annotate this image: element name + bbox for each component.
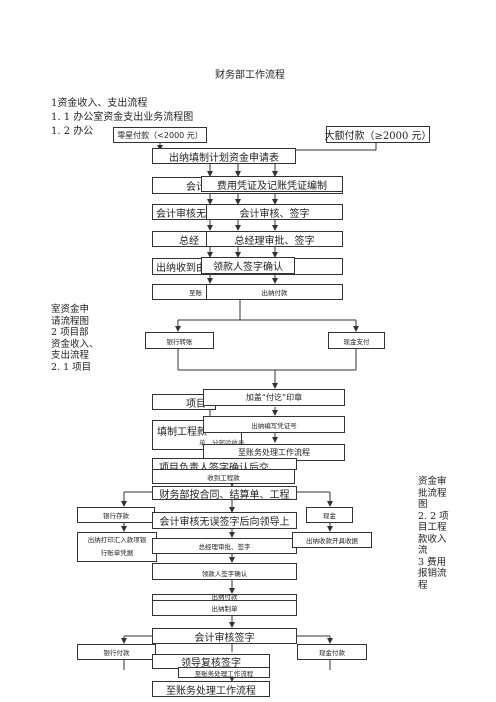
- section-1-2-heading: 1. 2 办公: [51, 126, 94, 137]
- left-side-line: 2 项目部: [51, 327, 89, 338]
- project-behind-text: 项目: [186, 398, 206, 410]
- left-side-line: 资金收入、: [51, 338, 99, 350]
- left-side-line: 室资金申: [51, 304, 90, 315]
- section-1-heading: 1资金收入、支出流程: [51, 98, 148, 109]
- right-side-line: 资金审: [418, 476, 447, 487]
- right-side-line: 2. 2 项: [418, 510, 449, 522]
- audit-report-box: 会计审核无误签字后向领导上: [152, 512, 297, 529]
- right-side-line: 款收入: [418, 533, 447, 545]
- large-payment-box: 大额付款（≥2000 元）: [325, 126, 432, 143]
- pm-confirm-behind-text: 项目负责人签字确认后交: [159, 463, 269, 470]
- audit-behind-text: 会计审核无: [156, 208, 206, 220]
- gm-approval-box: 总经理审批、签字: [206, 231, 343, 247]
- bank-deposit-box: 银行存款: [77, 507, 155, 523]
- accountant-audit-sign-box: 会计审核签字: [152, 628, 297, 644]
- voucher-behind-text: 会计: [186, 182, 206, 193]
- fill-form-sub-text: 单、分部验收表: [199, 439, 245, 447]
- left-side-line: 请流程图: [51, 315, 90, 327]
- bank-transfer-box: 银行转账: [145, 332, 214, 349]
- cash-payment-box: 现金支付: [328, 332, 385, 349]
- right-side-line: 程: [418, 579, 428, 591]
- left-side-line: 2. 1 项目: [51, 361, 92, 373]
- print-bank-slip-line: 行账单凭据: [100, 549, 134, 557]
- right-side-line: 图: [418, 499, 428, 510]
- ledger-final-box: 至账务处理工作流程: [152, 681, 270, 697]
- print-bank-slip-line: 出纳打印汇入款项银: [87, 536, 147, 544]
- print-bank-slip-box: 出纳打印汇入款项银 行账单凭据: [77, 532, 157, 562]
- contract-settlement-box: 财务部按合同、结算单、工程: [152, 486, 297, 501]
- voucher-compile-box: 费用凭证及记账凭证编制: [201, 176, 343, 192]
- left-side-text: 室资金申 请流程图 2 项目部 资金收入、 支出流程 2. 1 项目: [51, 304, 111, 373]
- receiver-behind-text: 出纳收到由: [156, 263, 206, 274]
- right-side-line: 批流程: [418, 487, 447, 499]
- receiver-confirm-2-box: 领款人签字确认: [152, 563, 297, 580]
- cash-receipt-box: 出纳收款开具收据: [292, 532, 372, 548]
- bank-pay-box: 银行付款: [77, 644, 156, 660]
- page-title: 财务部工作流程: [215, 70, 285, 81]
- stamp-paid-box: 加盖“付讫”印章: [203, 389, 345, 406]
- section-1-1-heading: 1. 1 办公室资金支出业务流程图: [51, 112, 194, 123]
- fill-form-behind-text: 填制工程款: [157, 427, 207, 438]
- cashier-make-box: 出纳制单: [152, 600, 297, 616]
- cashier-pay-box: 出纳付款: [206, 284, 343, 300]
- right-side-line: 3 费用: [418, 556, 447, 568]
- voucher-number-box: 出纳编写凭证号: [203, 416, 345, 433]
- pay-behind-text: 至账: [189, 289, 202, 297]
- left-side-line: 支出流程: [51, 350, 90, 361]
- receiver-confirm-box: 领款人签字确认: [201, 257, 295, 274]
- gm-approval-2-box: 总经理审批、签字: [152, 538, 297, 554]
- gm-behind-text: 总经: [179, 235, 199, 247]
- right-side-line: 目工程: [418, 522, 447, 533]
- cash-box: 现金: [306, 507, 353, 523]
- ledger-small-box: 至账务处理工作流程: [178, 667, 270, 678]
- right-side-line: 流: [418, 545, 428, 556]
- small-payment-box: 零星付款（<2000 元）: [113, 127, 207, 143]
- fund-application-box: 出纳填制计划资金申请表: [152, 148, 296, 164]
- cash-pay-box: 现金付款: [297, 644, 367, 660]
- right-side-text: 资金审 批流程 图 2. 2 项 目工程 款收入 流 3 费用 报销流 程: [418, 476, 462, 591]
- accountant-audit-box: 会计审核、签字: [206, 204, 343, 220]
- right-side-line: 报销流: [418, 568, 447, 579]
- receive-payment-box: 收到工程款: [152, 469, 295, 484]
